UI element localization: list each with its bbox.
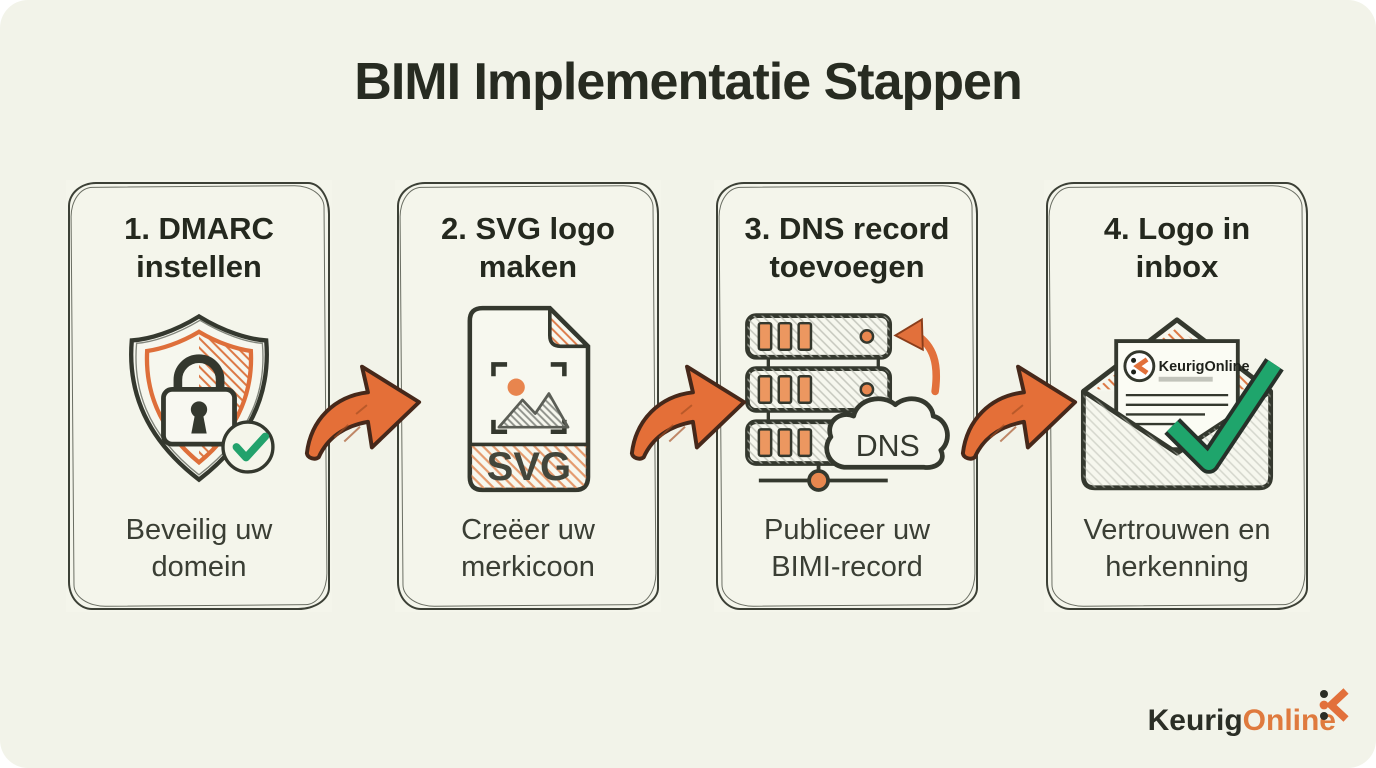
step-2-heading: 2. SVG logo maken [441, 211, 615, 284]
step-2-caption: Creëer uw merkicoon [461, 513, 595, 583]
shield-lock-icon [66, 286, 332, 512]
brand-mark-icon [1319, 688, 1349, 722]
brand-name-primary: Keurig [1147, 704, 1243, 737]
step-card-logo-inbox: 4. Logo in inbox KeurigOnline Vertrouwen… [1044, 180, 1310, 612]
svg-file-label: SVG [487, 445, 571, 489]
page-title: BIMI Implementatie Stappen [354, 53, 1022, 111]
flow-arrow-icon [299, 352, 427, 470]
brand-logo: KeurigOnline [1147, 688, 1349, 744]
dns-server-icon: DNS [714, 286, 980, 512]
dns-cloud-label: DNS [856, 430, 920, 463]
step-4-heading: 4. Logo in inbox [1103, 211, 1251, 284]
step-3-caption: Publiceer uw BIMI-record [763, 513, 931, 583]
envelope-check-icon: KeurigOnline [1044, 286, 1310, 512]
brand-name-secondary: Online [1242, 704, 1336, 737]
step-1-caption: Beveilig uw domein [125, 513, 273, 583]
step-card-dns-record: 3. DNS record toevoegen [714, 180, 980, 612]
step-card-svg-logo: 2. SVG logo maken SVG Creëer uw merkicoo… [395, 180, 661, 612]
flow-arrow-icon [955, 352, 1083, 470]
step-1-heading: 1. DMARC instellen [124, 211, 274, 284]
letter-brand-label: KeurigOnline [1159, 359, 1250, 375]
step-card-dmarc: 1. DMARC instellen [66, 180, 332, 612]
step-4-caption: Vertrouwen en herkenning [1083, 513, 1271, 583]
flow-arrow-icon [624, 352, 752, 470]
step-3-heading: 3. DNS record toevoegen [744, 211, 950, 284]
svg-file-icon: SVG [395, 286, 661, 512]
